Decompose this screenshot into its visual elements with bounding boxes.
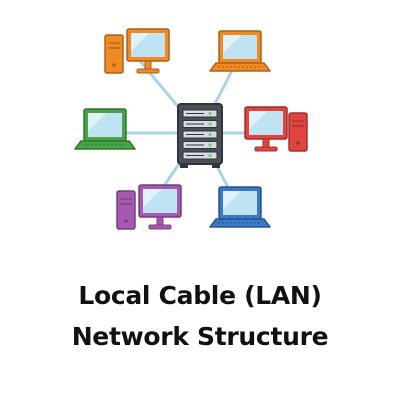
laptop-top-right-icon xyxy=(209,30,271,72)
laptop-bottom-right-icon xyxy=(209,186,271,228)
caption-title-line-2: Network Structure xyxy=(71,322,329,351)
caption-title-line-1: Local Cable (LAN) xyxy=(78,281,322,310)
desktop-bottom-left-icon xyxy=(116,184,182,230)
lan-network-diagram xyxy=(74,28,308,230)
laptop-left-icon xyxy=(74,108,136,150)
server-icon xyxy=(177,103,223,168)
desktop-right-icon xyxy=(244,106,308,152)
client-devices xyxy=(74,28,308,230)
desktop-top-left-icon xyxy=(104,28,170,74)
